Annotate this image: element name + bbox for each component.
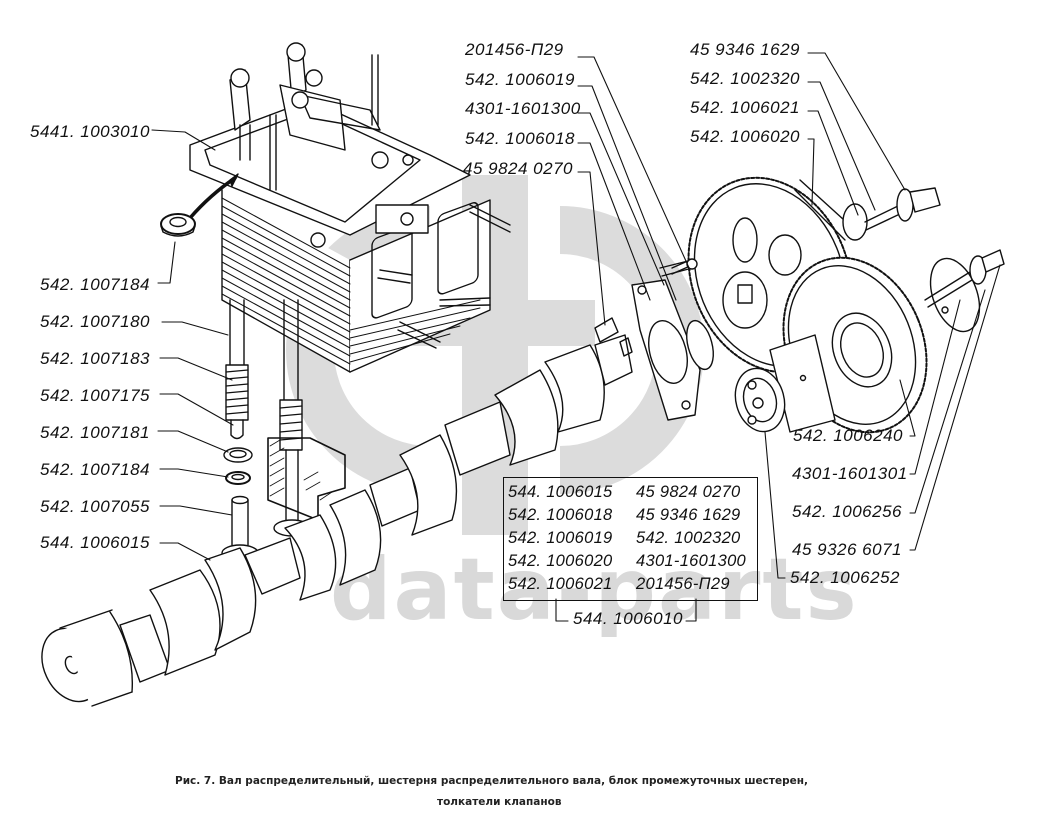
leader-lines bbox=[151, 52, 1001, 622]
part-label: 542. 1007184 bbox=[40, 275, 150, 294]
assembly-number: 544. 1006010 bbox=[573, 609, 683, 628]
thrust-flange bbox=[631, 257, 714, 421]
kit-cell: 4301-1601300 bbox=[636, 552, 747, 570]
woodruff-key bbox=[594, 317, 619, 343]
part-label: 542. 1002320 bbox=[690, 69, 800, 88]
part-label: 542. 1006019 bbox=[465, 70, 575, 89]
figure-caption-line2: толкатели клапанов bbox=[437, 796, 562, 808]
part-label: 4301-1601300 bbox=[465, 99, 581, 118]
part-label: 542. 1006256 bbox=[792, 502, 902, 521]
part-label: 45 9824 0270 bbox=[463, 159, 573, 178]
part-label: 542. 1007181 bbox=[40, 423, 150, 442]
part-label: 542. 1006252 bbox=[790, 568, 900, 587]
kit-cell: 542. 1006020 bbox=[508, 552, 613, 570]
part-label: 542. 1006020 bbox=[690, 127, 800, 146]
cylinder-head bbox=[189, 42, 511, 373]
kit-cell: 201456-П29 bbox=[636, 575, 730, 593]
kit-table: 544. 1006015 45 9824 0270 542. 1006018 4… bbox=[503, 477, 758, 601]
kit-cell: 542. 1006021 bbox=[508, 575, 613, 593]
kit-cell: 542. 1006018 bbox=[508, 506, 613, 524]
part-label: 45 9346 1629 bbox=[690, 40, 800, 59]
tappet-left bbox=[221, 299, 259, 562]
part-label: 542. 1006021 bbox=[690, 98, 800, 117]
part-label: 542. 1007175 bbox=[40, 386, 150, 405]
figure-caption-line1: Рис. 7. Вал распределительный, шестерня … bbox=[175, 775, 808, 787]
watermark-text: data-parts bbox=[330, 540, 859, 640]
part-label: 542. 1007183 bbox=[40, 349, 150, 368]
kit-cell: 45 9824 0270 bbox=[636, 483, 741, 501]
kit-cell: 45 9346 1629 bbox=[636, 506, 741, 524]
part-label: 542. 1006240 bbox=[793, 426, 903, 445]
kit-cell: 542. 1006019 bbox=[508, 529, 613, 547]
part-label: 4301-1601301 bbox=[792, 464, 908, 483]
part-label: 542. 1006018 bbox=[465, 129, 575, 148]
kit-cell: 542. 1002320 bbox=[636, 529, 741, 547]
valve-seal-top bbox=[160, 213, 196, 237]
arrow-head bbox=[229, 173, 239, 187]
camshaft bbox=[41, 334, 633, 707]
part-label: 542. 1007055 bbox=[40, 497, 150, 516]
intermediate-gear bbox=[734, 256, 928, 434]
bolts-washers bbox=[671, 187, 1005, 333]
part-label: 201456-П29 bbox=[465, 40, 564, 59]
part-label: 542. 1007184 bbox=[40, 460, 150, 479]
part-label: 5441. 1003010 bbox=[30, 122, 150, 141]
part-label: 542. 1007180 bbox=[40, 312, 150, 331]
part-label: 45 9326 6071 bbox=[792, 540, 902, 559]
part-label: 544. 1006015 bbox=[40, 533, 150, 552]
kit-cell: 544. 1006015 bbox=[508, 483, 613, 501]
